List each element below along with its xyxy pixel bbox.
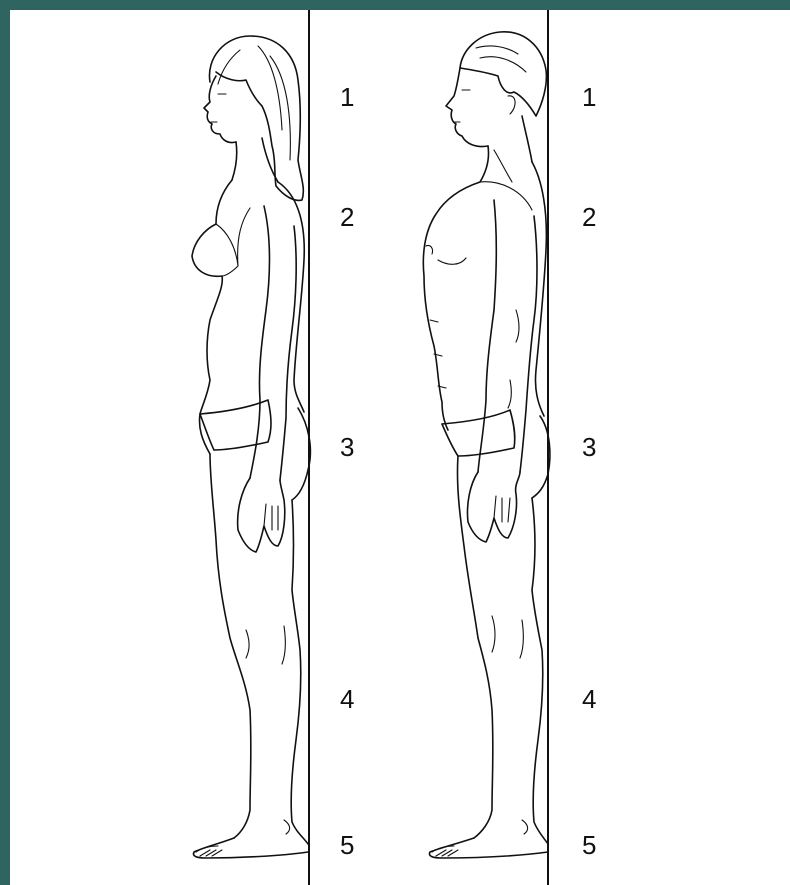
male-arm-muscle [508, 310, 519, 408]
male-ankle [522, 820, 528, 834]
female-marker-4: 4 [340, 684, 354, 714]
female-front-leg [210, 454, 251, 838]
male-marker-2: 2 [582, 202, 596, 232]
male-chest [426, 245, 466, 264]
female-face [204, 76, 236, 143]
female-knee-detail [246, 626, 285, 664]
male-torso-front [423, 182, 480, 430]
male-marker-5: 5 [582, 830, 596, 860]
male-knee-detail [492, 616, 523, 658]
male-front-leg [457, 456, 492, 838]
male-back [532, 162, 546, 416]
female-arm [250, 206, 296, 480]
male-fingers [494, 496, 510, 522]
female-markers: 1 2 3 4 5 [340, 82, 354, 860]
female-figure [192, 10, 310, 885]
female-marker-5: 5 [340, 830, 354, 860]
female-buttock [292, 408, 310, 500]
female-marker-2: 2 [340, 202, 354, 232]
male-neck-muscle [494, 150, 512, 182]
male-back-leg [532, 498, 548, 844]
posture-illustration-sheet: 1 2 3 4 5 [10, 10, 790, 885]
female-toes [196, 846, 222, 856]
female-back [278, 182, 304, 412]
female-marker-1: 1 [340, 82, 354, 112]
female-fingers [264, 504, 278, 530]
male-marker-4: 4 [582, 684, 596, 714]
male-marker-1: 1 [582, 82, 596, 112]
male-briefs [442, 410, 515, 456]
female-marker-3: 3 [340, 432, 354, 462]
male-arm [478, 200, 537, 472]
male-hair [460, 32, 546, 116]
female-back-leg [291, 500, 308, 844]
female-foot [194, 838, 309, 858]
female-bust [216, 208, 250, 276]
male-ear [508, 96, 515, 114]
male-figure [423, 10, 550, 885]
male-hair-strands [476, 46, 526, 72]
male-face [446, 68, 488, 147]
female-ankle [284, 820, 290, 834]
male-markers: 1 2 3 4 5 [582, 82, 596, 860]
male-foot [430, 838, 549, 858]
male-hand [467, 472, 520, 542]
male-shoulder [480, 182, 532, 210]
male-marker-3: 3 [582, 432, 596, 462]
posture-diagram: 1 2 3 4 5 [10, 10, 790, 885]
